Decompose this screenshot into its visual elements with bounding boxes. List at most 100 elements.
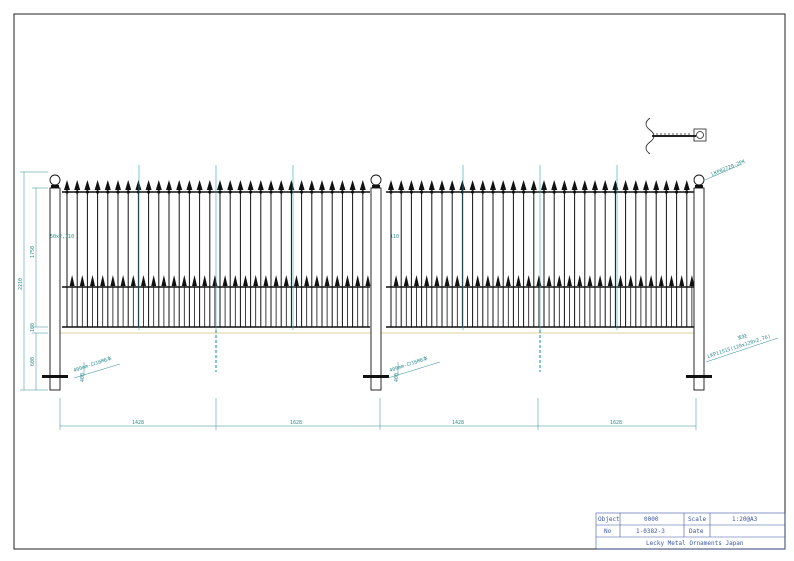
picket-finial [612, 180, 619, 190]
post-cap-collar [51, 185, 59, 188]
picket-finial [278, 180, 285, 190]
picket-collar [289, 190, 293, 194]
short-picket-finial [243, 275, 248, 286]
base-plate [686, 375, 712, 378]
picket-finial [530, 180, 537, 190]
picket-finial [186, 180, 193, 190]
short-picket-finial [495, 275, 501, 286]
anchor-callout-mid: 400mm-ロ16M6本 [388, 355, 428, 374]
post-2 [363, 174, 389, 391]
picket-collar [177, 190, 181, 194]
picket-collar [389, 190, 393, 194]
picket-collar [300, 190, 304, 194]
picket-collar [420, 190, 424, 194]
picket-finial [643, 180, 649, 190]
picket-collar [593, 190, 597, 194]
title-no-value: 1-0382-3 [636, 528, 665, 535]
picket-finial [551, 180, 558, 190]
short-picket-finial [516, 275, 521, 286]
short-picket-finial [161, 275, 167, 286]
picket-collar [409, 190, 413, 194]
picket-collar [238, 190, 242, 194]
picket-finial [329, 180, 336, 190]
short-picket-finial [304, 275, 310, 286]
short-picket-finial [526, 275, 532, 286]
short-picket-finial [130, 275, 136, 286]
short-picket-finial [414, 275, 419, 286]
picket-finial [398, 180, 405, 190]
picket-finial [217, 180, 223, 190]
picket-collar [75, 190, 79, 194]
picket-finial [418, 180, 425, 190]
short-picket-finial [324, 275, 330, 286]
picket-finial [663, 180, 670, 190]
dim-fence-height: 1750 [30, 246, 36, 258]
short-picket-finial [577, 275, 583, 286]
short-picket-finial [79, 275, 85, 286]
short-picket-finial [90, 275, 95, 286]
dim-foundation: 600 [30, 357, 36, 366]
picket-collar [96, 190, 100, 194]
short-picket-finial [69, 275, 75, 286]
picket-finial [227, 180, 234, 190]
picket-collar [654, 190, 658, 194]
picket-collar [430, 190, 434, 194]
short-picket-finial [444, 275, 450, 286]
short-picket-finial [658, 275, 664, 286]
picket-collar [532, 190, 536, 194]
short-picket-finial [171, 275, 177, 286]
title-scale-value: 1:20@A3 [732, 516, 758, 523]
picket-collar [157, 190, 161, 194]
short-picket-finial [607, 275, 613, 286]
picket-finial [541, 180, 547, 190]
picket-finial [388, 180, 394, 190]
picket-collar [106, 190, 110, 194]
short-picket-finial [202, 275, 208, 286]
short-picket-finial [505, 275, 511, 286]
post-part-label: 支柱 [736, 332, 748, 342]
picket-finial [308, 180, 315, 190]
picket-finial [115, 180, 121, 190]
picket-finial [176, 180, 183, 190]
short-picket-finial [345, 275, 350, 286]
short-picket-finial [465, 275, 470, 286]
picket-finial [510, 180, 517, 190]
base-plate [363, 375, 389, 378]
picket-finial [64, 180, 70, 190]
short-picket-finial [355, 275, 361, 286]
post-cap [370, 174, 382, 186]
picket-collar [613, 190, 618, 194]
picket-finial [84, 180, 91, 190]
picket-collar [126, 190, 130, 194]
picket-collar [685, 190, 689, 194]
picket-collar [603, 190, 607, 194]
picket-collar [481, 190, 485, 194]
picket-collar [361, 190, 365, 194]
short-picket-finial [679, 275, 685, 286]
dim-base-gap: 100 [30, 323, 36, 332]
short-picket-finial [546, 275, 552, 286]
title-block [595, 512, 786, 550]
picket-finial [449, 180, 456, 190]
short-picket-finial [151, 275, 157, 286]
dim-span-2: 1628 [290, 420, 302, 426]
anchor-depth-left: 400 [80, 373, 86, 382]
picket-collar [249, 190, 253, 194]
picket-collar [562, 190, 567, 194]
picket-finial [520, 180, 527, 190]
short-picket-finial [181, 275, 187, 286]
short-picket-finial [232, 275, 238, 286]
picket-finial [74, 180, 81, 190]
post-cap-collar [372, 185, 380, 188]
picket-collar [675, 190, 679, 194]
picket-collar [634, 190, 638, 194]
picket-collar [218, 190, 222, 194]
rail-note-2: 110 [390, 234, 399, 240]
title-scale-label: Scale [688, 516, 706, 523]
short-picket-finial [689, 275, 695, 286]
picket-collar [228, 190, 232, 194]
picket-finial [166, 180, 172, 190]
picket-finial [298, 180, 305, 190]
fence-posts [42, 174, 712, 391]
horizontal-dimensions [59, 398, 697, 430]
